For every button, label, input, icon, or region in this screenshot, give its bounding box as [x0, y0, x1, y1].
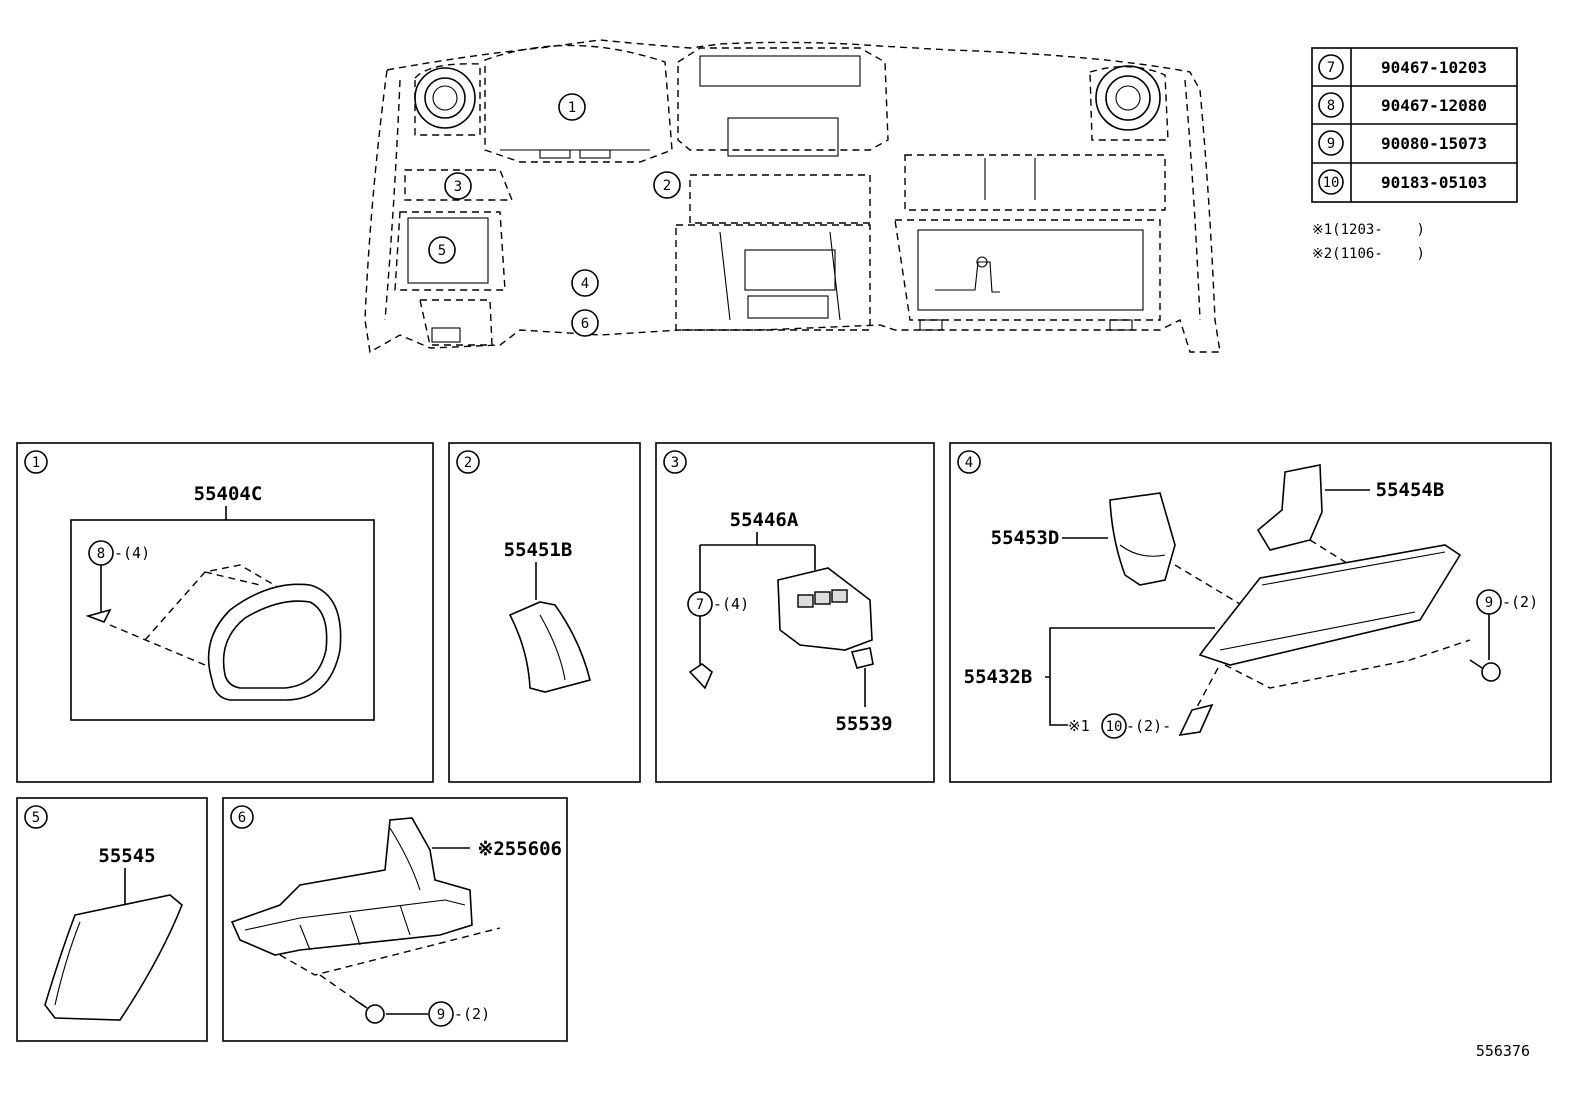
- svg-text:7: 7: [1327, 60, 1335, 76]
- production-notes: ※1(1203- ) ※2(1106- ): [1312, 222, 1425, 262]
- svg-text:6: 6: [581, 316, 589, 332]
- meter-hood-55404C: [207, 583, 342, 701]
- svg-text:2: 2: [464, 455, 472, 471]
- svg-text:9: 9: [1327, 136, 1335, 152]
- panel-6: 6 ※255606 9 -(2): [222, 797, 568, 1042]
- fastener-7: 7 -(4): [687, 591, 749, 690]
- svg-text:4: 4: [965, 455, 973, 471]
- part-label-55404C: 55404C: [194, 483, 263, 505]
- svg-text:90467-12080: 90467-12080: [1381, 96, 1487, 115]
- part-label-55446A: 55446A: [730, 509, 799, 531]
- svg-text:7: 7: [696, 597, 704, 613]
- overview-callout-5: 5: [428, 236, 456, 264]
- panel-2: 2 55451B: [448, 442, 641, 783]
- part-label-55454B: 55454B: [1376, 479, 1445, 501]
- svg-text:※2(1106- ): ※2(1106- ): [1312, 246, 1425, 262]
- svg-text:10: 10: [1106, 719, 1123, 735]
- table-row: 8 90467-12080: [1318, 92, 1487, 118]
- overview-callout-6: 6: [571, 309, 599, 337]
- part-label-55539: 55539: [835, 713, 892, 735]
- svg-text:8: 8: [1327, 98, 1335, 114]
- svg-text:9: 9: [1485, 595, 1493, 611]
- svg-text:10: 10: [1323, 175, 1340, 191]
- fastener-9: 9 -(2): [354, 999, 490, 1027]
- panel-1: 1 55404C 8 -(4): [16, 442, 434, 783]
- svg-text:2: 2: [663, 178, 671, 194]
- panel-3: 3 55446A 7 -(4) 55539: [655, 442, 935, 783]
- fastener-10: ※1 10 -(2)-: [1068, 703, 1214, 739]
- duct-55606: [230, 817, 473, 956]
- svg-text:5: 5: [438, 243, 446, 259]
- svg-text:3: 3: [671, 455, 679, 471]
- svg-text:9: 9: [437, 1007, 445, 1023]
- svg-text:90080-15073: 90080-15073: [1381, 134, 1487, 153]
- svg-text:3: 3: [454, 179, 462, 195]
- part-label-55432B: 55432B: [964, 666, 1033, 688]
- overview-callout-3: 3: [444, 172, 472, 200]
- overview-callout-4: 4: [571, 269, 599, 297]
- diagram-id: 556376: [1476, 1042, 1530, 1060]
- svg-text:※1(1203- ): ※1(1203- ): [1312, 222, 1425, 238]
- svg-text:1: 1: [568, 100, 576, 116]
- panel-5: 5 55545: [16, 797, 208, 1042]
- svg-text:-(2): -(2): [454, 1005, 490, 1023]
- svg-text:8: 8: [97, 546, 105, 562]
- svg-text:90467-10203: 90467-10203: [1381, 58, 1487, 77]
- part-label-55453D: 55453D: [991, 527, 1060, 549]
- svg-text:4: 4: [581, 276, 589, 292]
- table-row: 7 90467-10203: [1318, 54, 1487, 80]
- svg-text:-(2)-: -(2)-: [1126, 717, 1171, 735]
- dashboard-overview: [364, 39, 1221, 354]
- lower-panel-55432B: [1198, 544, 1462, 666]
- overview-callouts: 1 2 3 4 5 6: [428, 93, 681, 337]
- svg-text:90183-05103: 90183-05103: [1381, 173, 1487, 192]
- part-label-55451B: 55451B: [504, 539, 573, 561]
- fastener-table: 7 90467-10203 8 90467-12080 9 90080-15073 1…: [1311, 47, 1518, 203]
- overview-callout-2: 2: [653, 171, 681, 199]
- svg-text:-(2): -(2): [1502, 593, 1538, 611]
- part-label-55606: ※255606: [477, 838, 562, 860]
- svg-text:※1: ※1: [1068, 717, 1090, 735]
- part-label-55545: 55545: [98, 845, 155, 867]
- table-row: 9 90080-15073: [1318, 130, 1487, 156]
- fastener-8: 8 -(4): [85, 540, 150, 624]
- overview-callout-1: 1: [558, 93, 586, 121]
- svg-text:-(4): -(4): [114, 544, 150, 562]
- fastener-9: 9 -(2): [1469, 589, 1538, 682]
- svg-text:5: 5: [32, 810, 40, 826]
- svg-text:1: 1: [32, 455, 40, 471]
- table-row: 10 90183-05103: [1318, 169, 1487, 195]
- svg-text:-(4): -(4): [713, 595, 749, 613]
- svg-text:6: 6: [238, 810, 246, 826]
- panel-4: 4 55453D 55454B 55432B ※1 10 -(2)- 9 -(2…: [949, 442, 1552, 783]
